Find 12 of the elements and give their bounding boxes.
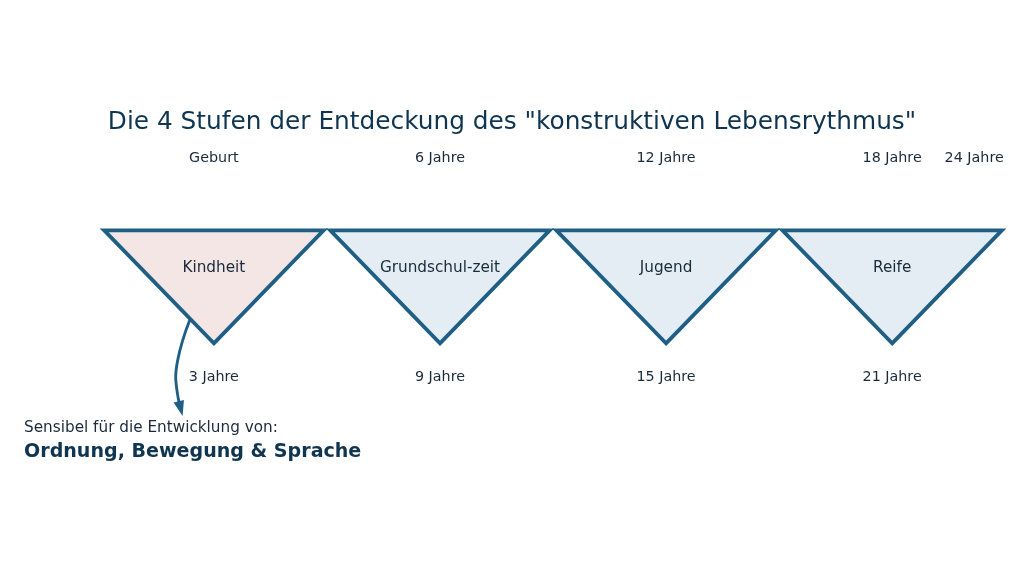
label: 9 Jahre	[414, 367, 465, 384]
label: 15 Jahre	[636, 367, 696, 384]
label: 18 Jahre	[862, 148, 922, 165]
label: 3 Jahre	[188, 367, 239, 384]
label: 24 Jahre	[944, 148, 1004, 165]
label: 6 Jahre	[414, 148, 465, 165]
arrow	[173, 318, 192, 416]
diagram-title: Die 4 Stufen der Entdeckung des "konstruktiven Lebensrythmus"	[107, 105, 917, 135]
label: 21 Jahre	[862, 367, 922, 384]
node-text: Sensibel für die Entwicklung von: Ordnung, Bewegung & Sprache	[24, 417, 362, 461]
label: 12 Jahre	[636, 148, 696, 165]
label: Geburt	[189, 148, 239, 165]
